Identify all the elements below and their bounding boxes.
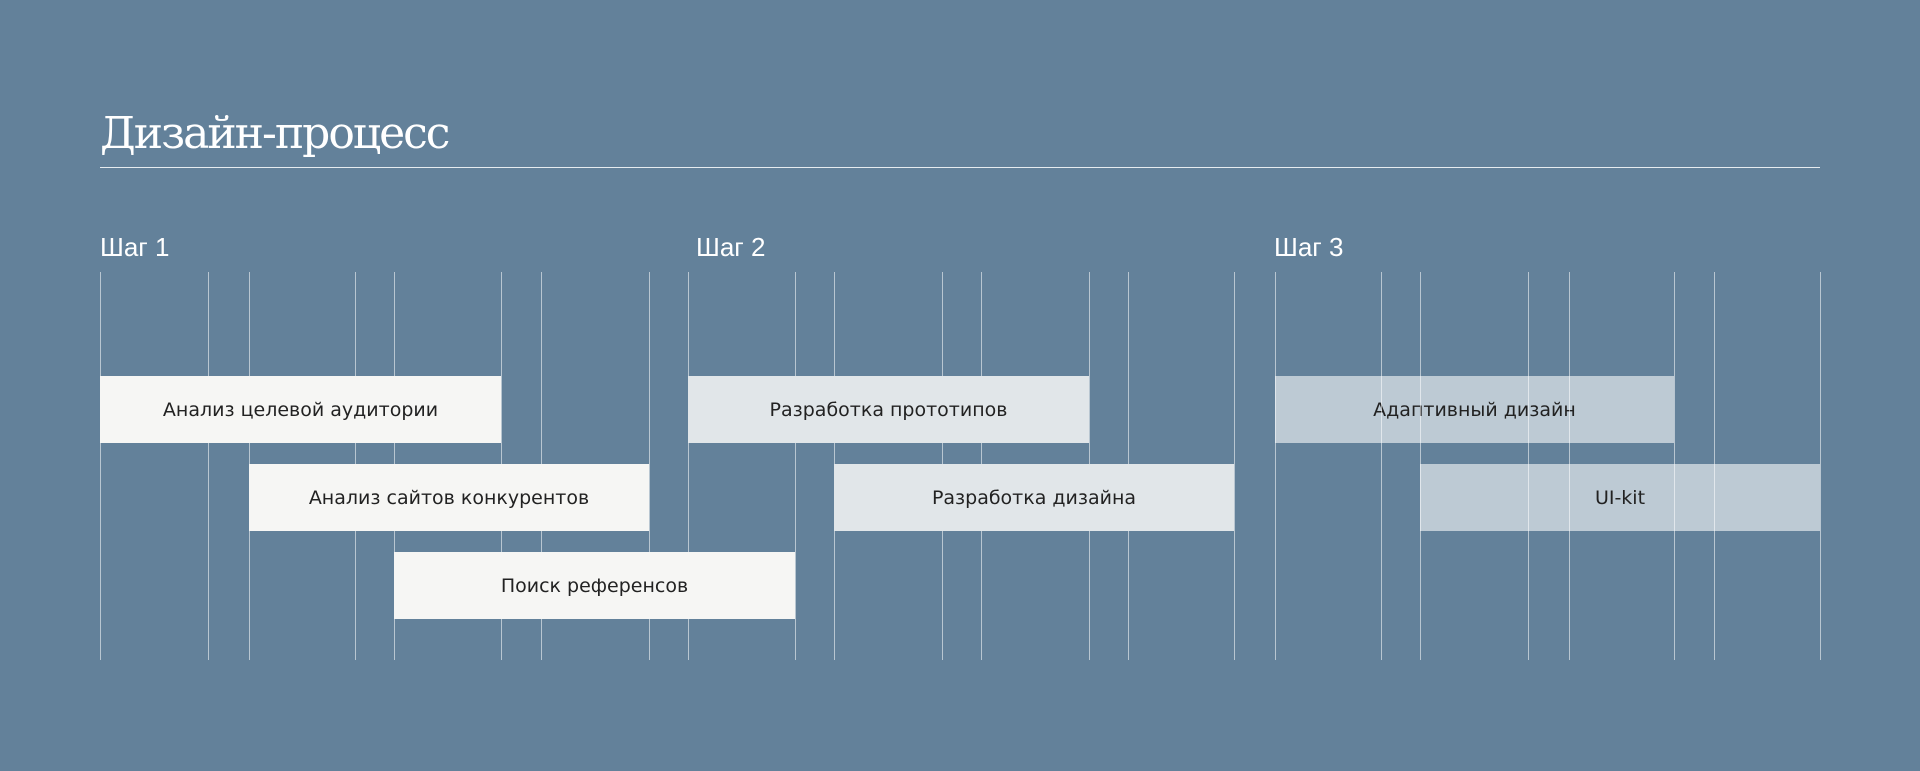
step-3-label: Шаг 3 — [1274, 232, 1344, 262]
task-bar: Разработка прототипов — [688, 376, 1089, 443]
task-bar: UI-kit — [1420, 464, 1820, 531]
task-bar: Анализ целевой аудитории — [100, 376, 501, 443]
grid-line — [1528, 272, 1529, 660]
task-bar: Адаптивный дизайн — [1275, 376, 1674, 443]
grid-line — [1420, 272, 1421, 660]
grid-line — [100, 272, 101, 660]
step-2-label: Шаг 2 — [696, 232, 766, 262]
grid-line — [1674, 272, 1675, 660]
task-bar: Поиск референсов — [394, 552, 795, 619]
grid-line — [688, 272, 689, 660]
grid-line — [649, 272, 650, 660]
grid-line — [208, 272, 209, 660]
title-divider — [100, 167, 1820, 168]
task-bar: Разработка дизайна — [834, 464, 1234, 531]
grid-line — [795, 272, 796, 660]
grid-line — [1569, 272, 1570, 660]
step-1-label: Шаг 1 — [100, 232, 170, 262]
grid-line — [1820, 272, 1821, 660]
task-bar: Анализ сайтов конкурентов — [249, 464, 649, 531]
grid-line — [1234, 272, 1235, 660]
grid-line — [1381, 272, 1382, 660]
grid-line — [1275, 272, 1276, 660]
page-title: Дизайн-процесс — [100, 108, 450, 159]
grid-line — [1714, 272, 1715, 660]
